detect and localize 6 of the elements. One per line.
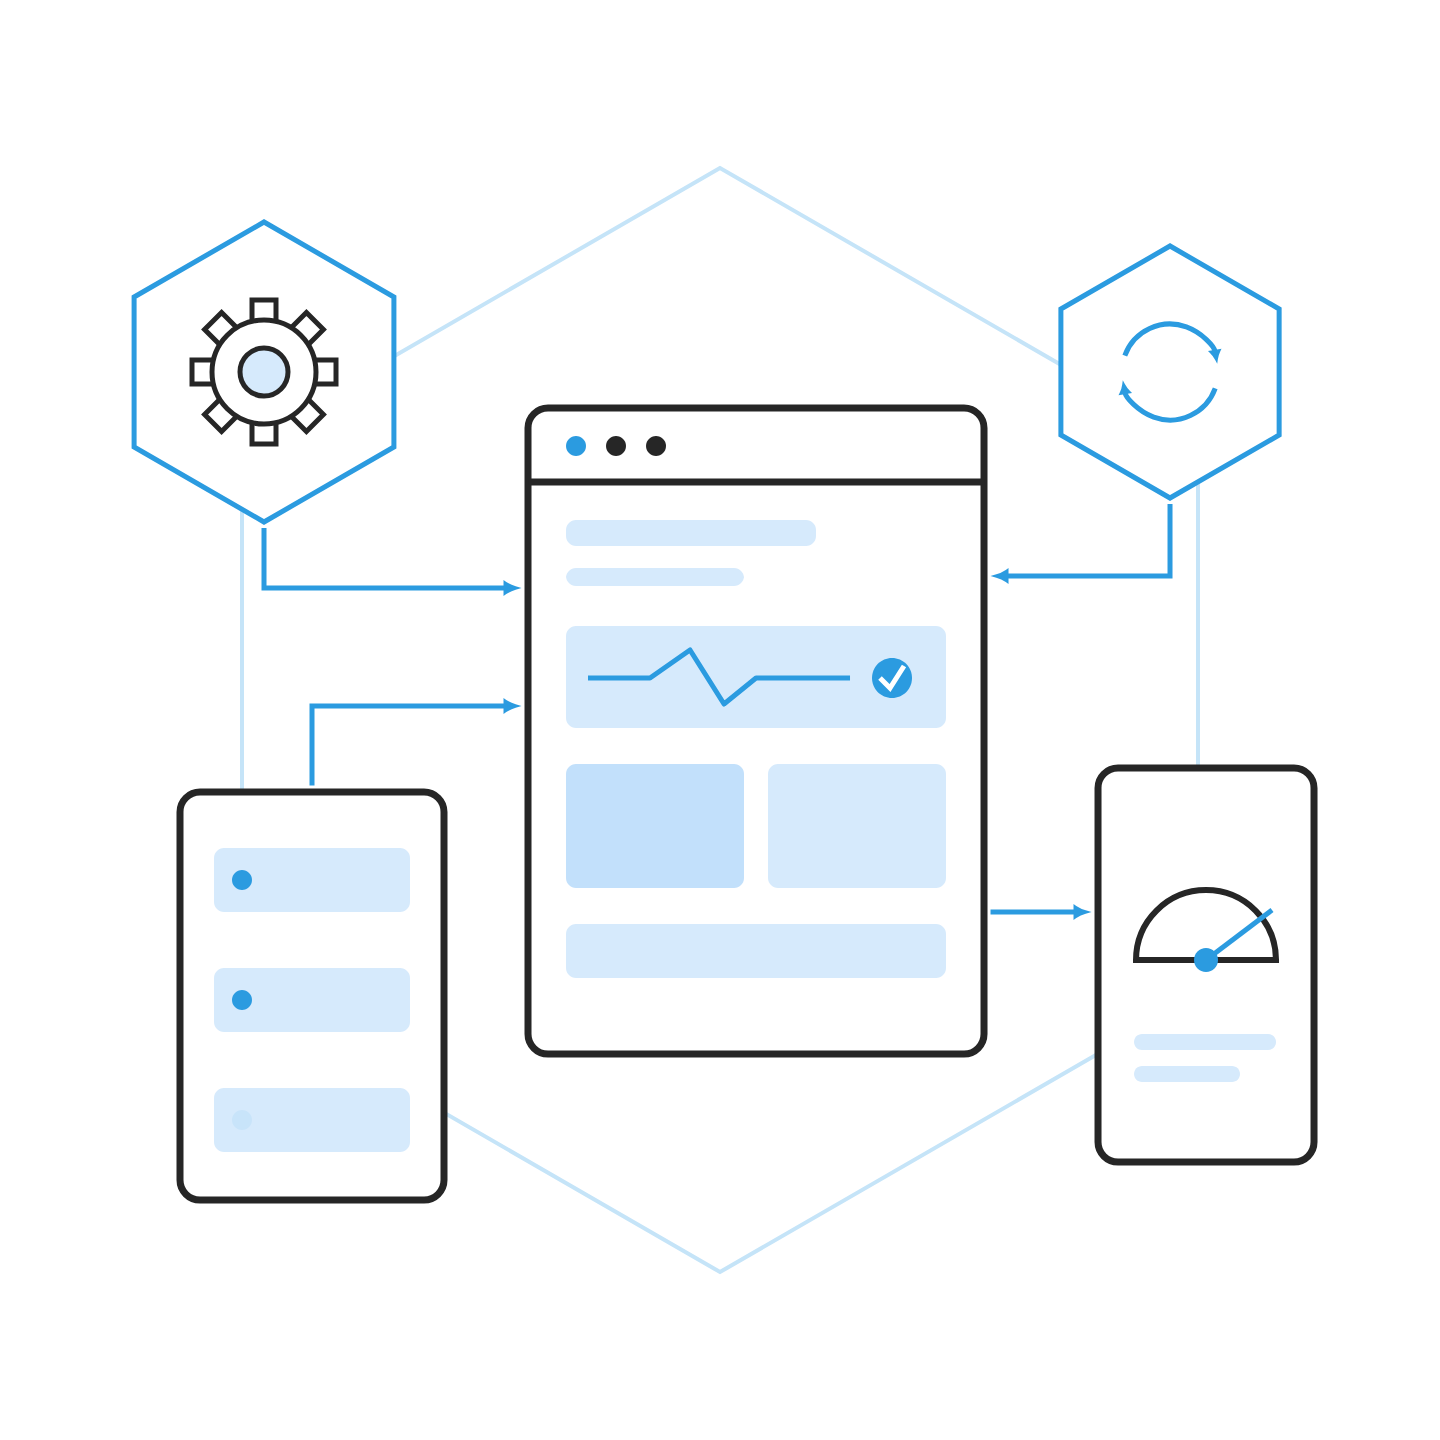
phone xyxy=(1094,764,1318,1166)
arrow xyxy=(995,503,1173,583)
arrow xyxy=(261,527,517,595)
arrow xyxy=(309,699,517,786)
sync-hexagon xyxy=(1058,243,1282,501)
arrow xyxy=(990,905,1087,919)
